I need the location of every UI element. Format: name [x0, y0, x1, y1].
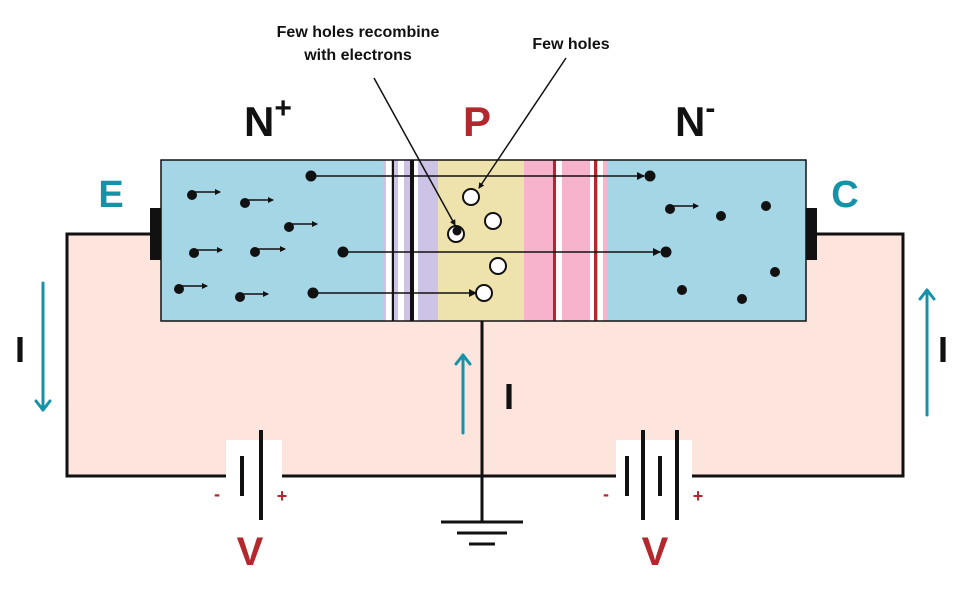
arrow-up-icon — [918, 288, 936, 417]
electron-icon — [189, 247, 223, 258]
emitter-contact — [150, 208, 162, 260]
emitter-terminal-label: E — [98, 174, 123, 216]
emitter-region-letter: N — [244, 98, 274, 145]
emitter-current-label: I — [15, 329, 25, 370]
base-region-label: P — [463, 98, 491, 145]
few-holes-annotation: Few holes — [532, 36, 609, 53]
hole-icon — [475, 284, 493, 302]
recombine-annotation: Few holes recombine — [277, 24, 440, 41]
electron-icon — [305, 170, 317, 182]
collector-electrons — [644, 170, 780, 304]
collector-region — [607, 160, 806, 321]
collector-current-label: I — [938, 329, 948, 370]
electron-icon — [174, 283, 208, 294]
electron-icon — [235, 291, 269, 302]
collector-contact — [805, 208, 817, 260]
electron-icon — [770, 267, 780, 277]
electron-icon — [307, 287, 319, 299]
base-holes — [447, 188, 507, 302]
emitter-electrons — [174, 170, 349, 302]
collector-region-superscript: - — [705, 92, 715, 125]
electron-icon — [737, 294, 747, 304]
hole-icon — [484, 212, 502, 230]
recombine-pointer — [373, 77, 456, 226]
electron-flow-lines — [311, 172, 661, 297]
few-holes-pointer — [478, 57, 567, 189]
emitter-region-label: N+ — [244, 92, 292, 145]
electron-icon — [284, 221, 318, 232]
electron-icon — [337, 246, 349, 258]
electron-icon — [452, 226, 462, 236]
electron-icon — [761, 201, 771, 211]
collector-region-label: N- — [675, 92, 715, 145]
arrow-up-icon — [454, 353, 472, 435]
electron-icon — [644, 170, 656, 182]
emitter-region — [161, 160, 383, 321]
recombine-annotation-line2: with electrons — [303, 47, 412, 64]
battery-1-plus: + — [277, 486, 288, 506]
electron-icon — [677, 285, 687, 295]
battery-2-plus: + — [693, 486, 704, 506]
collector-terminal-label: C — [831, 174, 858, 216]
collector-region-letter: N — [675, 98, 705, 145]
hole-icon — [489, 257, 507, 275]
emitter-base-voltage-label: V — [237, 530, 264, 574]
battery-2-minus: - — [603, 484, 609, 504]
battery-1-minus: - — [214, 484, 220, 504]
electron-icon — [240, 197, 274, 208]
collector-base-voltage-label: V — [642, 530, 669, 574]
electron-icon — [187, 189, 221, 200]
emitter-region-superscript: + — [274, 92, 292, 125]
base-current-label: I — [504, 376, 514, 417]
battery-icon — [226, 430, 282, 520]
electron-icon — [665, 203, 699, 214]
ground-icon — [441, 520, 523, 546]
electron-icon — [660, 246, 672, 258]
arrow-down-icon — [34, 281, 52, 412]
electron-icon — [250, 246, 286, 257]
battery-icon — [616, 430, 692, 520]
electron-icon — [716, 211, 726, 221]
hole-icon — [462, 188, 480, 206]
